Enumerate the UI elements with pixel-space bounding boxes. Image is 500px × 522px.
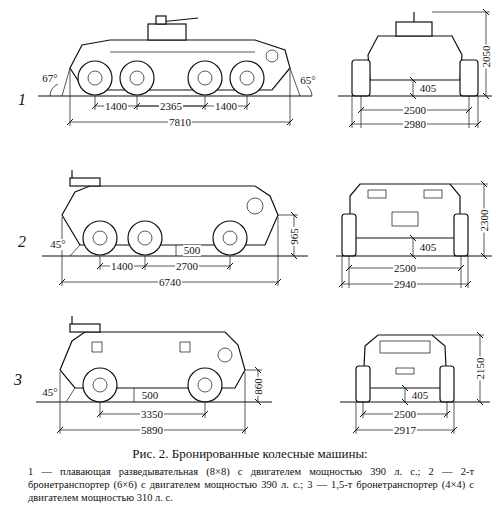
vehicle-2-front [336,184,492,288]
dimension-label: 2700 [175,261,199,272]
dimension-label: 45° [49,239,66,250]
vehicle-1-side [38,16,312,126]
vehicle-3-front [340,335,490,434]
dimension-label: 2500 [393,263,417,274]
dimension-label: 45° [41,387,58,398]
dimension-label: 2150 [475,356,486,380]
vehicle-2-side [42,170,308,286]
dimension-label: 965 [289,227,300,246]
dimension-label: 2365 [159,101,183,112]
dimension-label: 860 [253,377,264,396]
dimension-label: 5890 [140,425,164,436]
dimension-label: 2980 [403,119,427,130]
dimension-label: 3350 [140,409,164,420]
callout-number: 1 [17,92,27,108]
dimension-label: 2940 [393,279,417,290]
dimension-label: 7810 [168,117,192,128]
dimension-label: 500 [183,245,202,256]
figure-title: Рис. 2. Бронированные колесные машины: [0,446,500,462]
dimension-label: 405 [411,390,430,401]
dimension-label: 2300 [479,208,490,232]
dimension-label: 2917 [393,425,417,436]
dimension-label: 2050 [481,44,492,68]
dimension-label: 405 [419,83,438,94]
dimension-label: 1400 [104,101,128,112]
dimension-label: 1400 [110,261,134,272]
dimension-label: 2500 [393,409,417,420]
callout-number: 2 [17,234,27,250]
dimension-label: 6740 [158,277,182,288]
dimension-label: 405 [419,242,438,253]
vehicle-3-side [36,316,272,434]
vehicle-1-front [338,12,492,128]
dimension-label: 2500 [403,105,427,116]
callout-number: 3 [13,372,23,388]
dimension-label: 65° [299,75,316,86]
dimension-label: 1400 [214,101,238,112]
dimension-label: 67° [41,73,58,84]
dimension-label: 500 [141,390,160,401]
figure-caption: 1 — плавающая разведывательная (8×8) с д… [28,465,474,504]
